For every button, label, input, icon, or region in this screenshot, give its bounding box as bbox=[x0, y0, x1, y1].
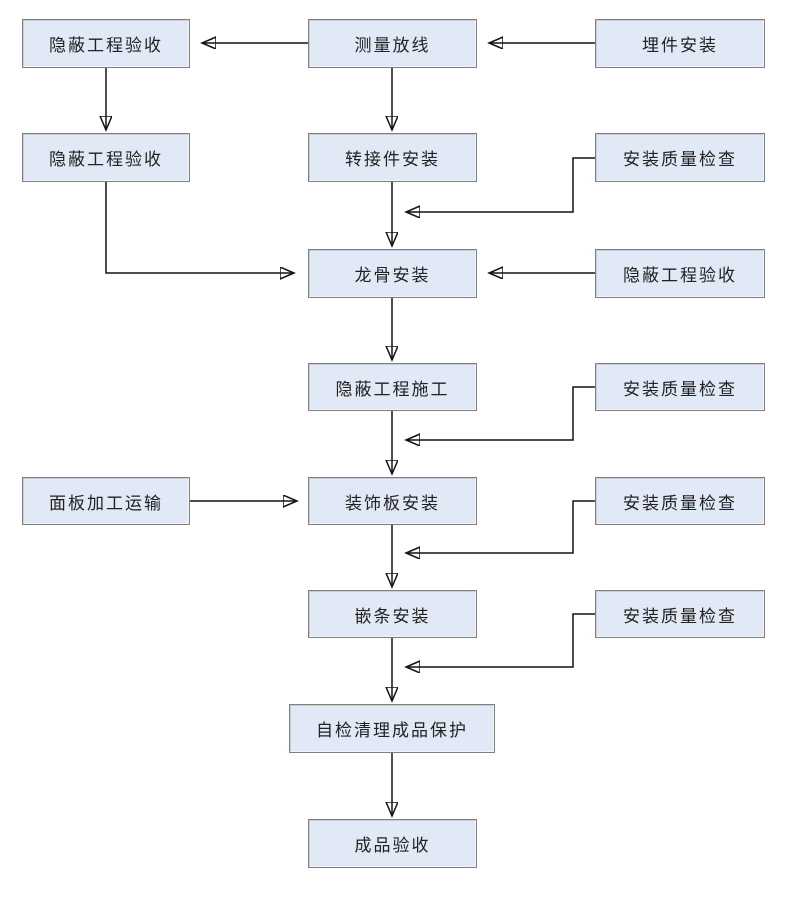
flow-node-hidden-works-acceptance-left: 隐蔽工程验收 bbox=[22, 133, 190, 182]
flow-node-measure-set-out: 测量放线 bbox=[308, 19, 477, 68]
flow-node-install-quality-check-3: 安装质量检查 bbox=[595, 477, 765, 525]
flow-node-keel-install: 龙骨安装 bbox=[308, 249, 477, 298]
flow-node-panel-processing-transport: 面板加工运输 bbox=[22, 477, 190, 525]
edge-quality2-merge bbox=[406, 386, 595, 440]
flow-node-trim-strip-install: 嵌条安装 bbox=[308, 590, 477, 638]
flow-node-adapter-install: 转接件安装 bbox=[308, 133, 477, 182]
edge-acceptance2-to-keel bbox=[105, 182, 294, 273]
edge-quality1-merge bbox=[406, 157, 595, 212]
flow-node-finished-product-acceptance: 成品验收 bbox=[308, 819, 477, 868]
flow-node-hidden-works-construction: 隐蔽工程施工 bbox=[308, 363, 477, 411]
flow-node-self-check-clean-protect: 自检清理成品保护 bbox=[289, 704, 495, 753]
flow-node-embedded-parts-install: 埋件安装 bbox=[595, 19, 765, 68]
flow-node-hidden-works-acceptance-top: 隐蔽工程验收 bbox=[22, 19, 190, 68]
flow-node-decorative-panel-install: 装饰板安装 bbox=[308, 477, 477, 525]
edge-quality4-merge bbox=[406, 613, 595, 667]
flow-node-hidden-works-acceptance-right: 隐蔽工程验收 bbox=[595, 249, 765, 298]
flow-node-install-quality-check-1: 安装质量检查 bbox=[595, 133, 765, 182]
flow-node-install-quality-check-2: 安装质量检查 bbox=[595, 363, 765, 411]
flow-node-install-quality-check-4: 安装质量检查 bbox=[595, 590, 765, 638]
edge-quality3-merge bbox=[406, 500, 595, 553]
